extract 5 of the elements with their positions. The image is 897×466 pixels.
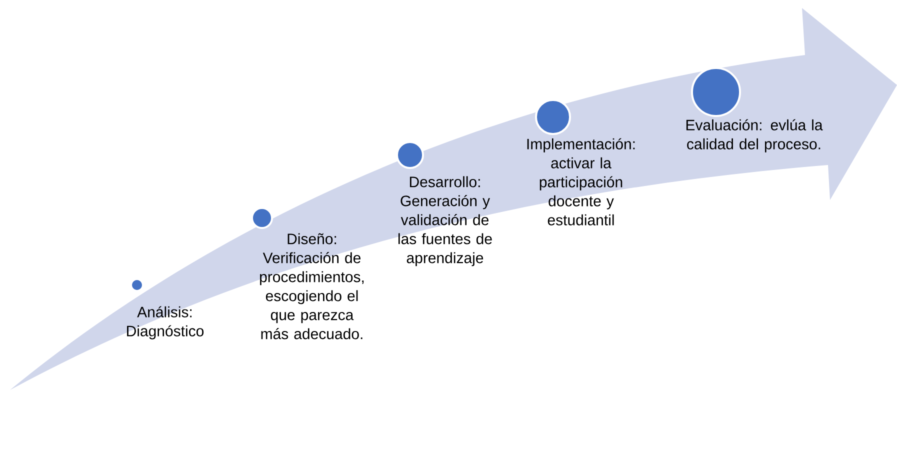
stage-label: Implementación: activar la participación docente y estudiantil [527,138,635,226]
stage-label: Diseño: Verificación de procedimientos, escogiendo el que parezca más adecuado. [260,233,364,340]
stage-label: Desarrollo: Generación y validación de las fuentes de aprendizaje [398,176,492,266]
stage-label: Análisis: Diagnóstico [127,306,204,340]
stage-label: Evaluación: evlúa la calidad del proceso. [686,119,823,152]
